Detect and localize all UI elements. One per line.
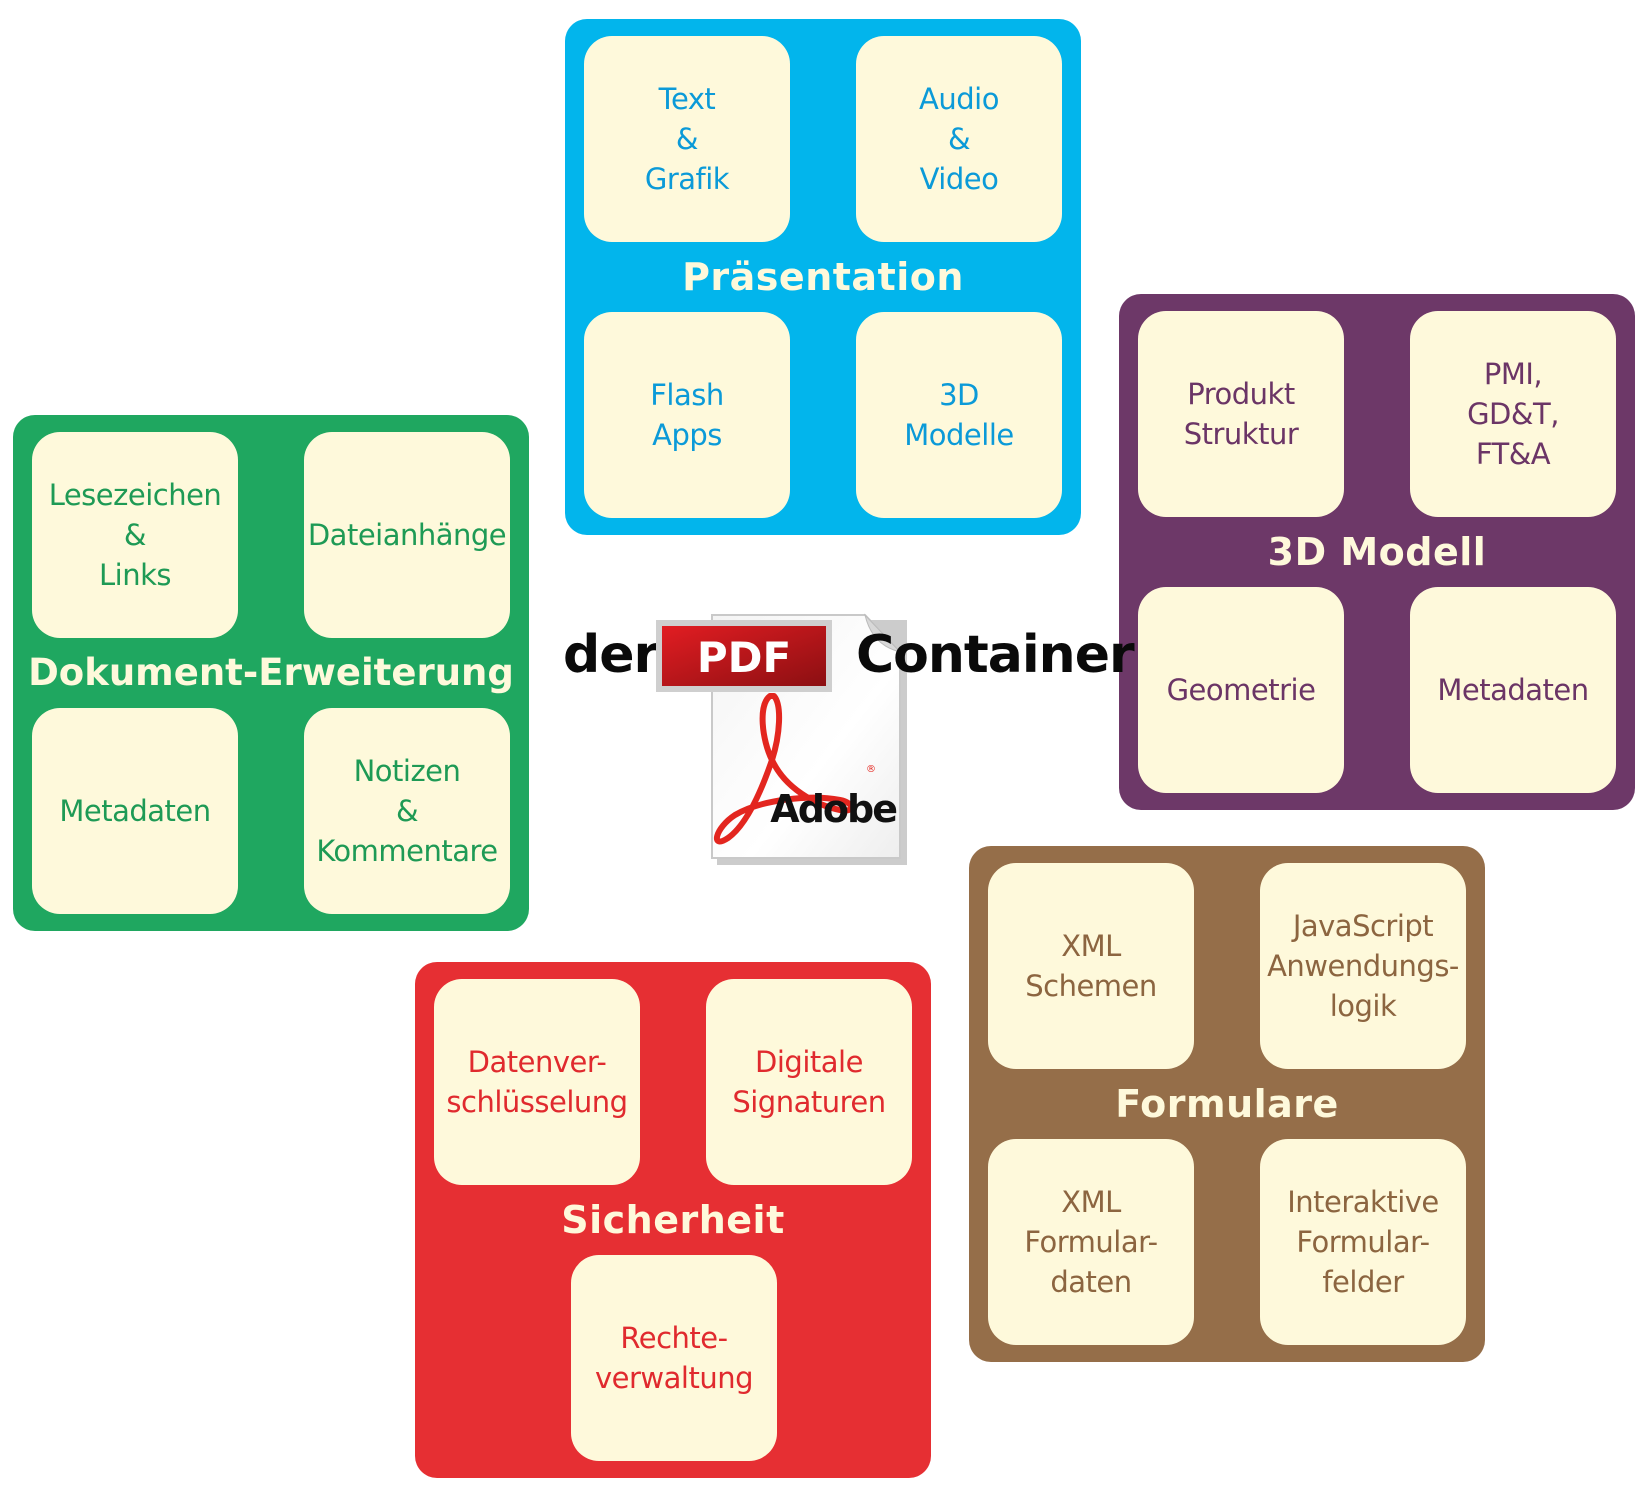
tile-label: PMI, GD&T, FT&A <box>1467 357 1559 471</box>
tile-label: Text & Grafik <box>644 82 730 196</box>
tile-label: Interaktive Formular- felder <box>1287 1185 1439 1299</box>
tile-label: Rechte- verwaltung <box>594 1321 754 1395</box>
tile-rechteverwaltung: Rechte- verwaltung <box>571 1255 777 1461</box>
tile-label: Lesezeichen & Links <box>48 478 222 592</box>
tile-lesezeichen-links: Lesezeichen & Links <box>32 432 238 638</box>
group-3d-modell: Produkt Struktur PMI, GD&T, FT&A 3D Mode… <box>1119 294 1635 810</box>
tile-flash-apps: Flash Apps <box>584 312 790 518</box>
tile-label: Dateianhänge <box>307 518 507 552</box>
tile-produkt-struktur: Produkt Struktur <box>1138 311 1344 517</box>
tile-3d-modelle: 3D Modelle <box>856 312 1062 518</box>
tile-label: XML Schemen <box>1025 929 1157 1003</box>
pdf-file-icon: PDF ® Adobe <box>656 613 907 865</box>
tile-javascript-logik: JavaScript Anwendungs- logik <box>1260 863 1466 1069</box>
tile-label: JavaScript Anwendungs- logik <box>1267 909 1459 1023</box>
tile-label: Digitale Signaturen <box>732 1045 886 1119</box>
group-title-formulare: Formulare <box>1115 1082 1339 1126</box>
group-title-3d-modell: 3D Modell <box>1267 530 1487 574</box>
registered-mark: ® <box>866 764 876 775</box>
tile-label: XML Formular- daten <box>1024 1185 1158 1299</box>
group-title-sicherheit: Sicherheit <box>561 1198 785 1242</box>
tile-metadaten: Metadaten <box>1410 587 1616 793</box>
page-fold <box>864 613 902 653</box>
tile-label: Datenver- schlüsselung <box>446 1045 628 1119</box>
group-praesentation: Text & Grafik Audio & Video Präsentation… <box>565 19 1081 535</box>
tile-label: Flash Apps <box>650 378 724 452</box>
adobe-logo-text: Adobe <box>770 787 896 831</box>
tile-interaktive-formularfelder: Interaktive Formular- felder <box>1260 1139 1466 1345</box>
tile-xml-schemen: XML Schemen <box>988 863 1194 1069</box>
tile-label: Notizen & Kommentare <box>316 754 498 868</box>
tile-label: Metadaten <box>1437 673 1589 707</box>
group-sicherheit: Datenver- schlüsselung Digitale Signatur… <box>415 962 931 1478</box>
tile-text-grafik: Text & Grafik <box>584 36 790 242</box>
tile-notizen-kommentare: Notizen & Kommentare <box>304 708 510 914</box>
tile-label: Audio & Video <box>919 82 999 196</box>
tile-datenverschluesselung: Datenver- schlüsselung <box>434 979 640 1185</box>
tile-label: Metadaten <box>59 794 211 828</box>
group-title-praesentation: Präsentation <box>682 255 964 299</box>
center-suffix: Container <box>856 625 1135 685</box>
tile-audio-video: Audio & Video <box>856 36 1062 242</box>
group-formulare: XML Schemen JavaScript Anwendungs- logik… <box>969 846 1485 1362</box>
group-title-dokument-erweiterung: Dokument-Erweiterung <box>28 651 514 694</box>
tile-metadaten: Metadaten <box>32 708 238 914</box>
adobe-acrobat-icon <box>713 693 855 845</box>
pdf-badge <box>662 626 826 686</box>
tile-label: Produkt Struktur <box>1183 377 1299 451</box>
tile-pmi-gdt-fta: PMI, GD&T, FT&A <box>1410 311 1616 517</box>
tile-geometrie: Geometrie <box>1138 587 1344 793</box>
tile-digitale-signaturen: Digitale Signaturen <box>706 979 912 1185</box>
group-dokument-erweiterung: Lesezeichen & Links Dateianhänge Dokumen… <box>13 415 529 931</box>
tile-dateianhaenge: Dateianhänge <box>304 432 510 638</box>
center-prefix: der <box>563 625 659 685</box>
tile-label: Geometrie <box>1166 673 1316 707</box>
tile-label: 3D Modelle <box>904 378 1014 452</box>
tile-xml-formulardaten: XML Formular- daten <box>988 1139 1194 1345</box>
pdf-badge-text: PDF <box>697 633 791 682</box>
